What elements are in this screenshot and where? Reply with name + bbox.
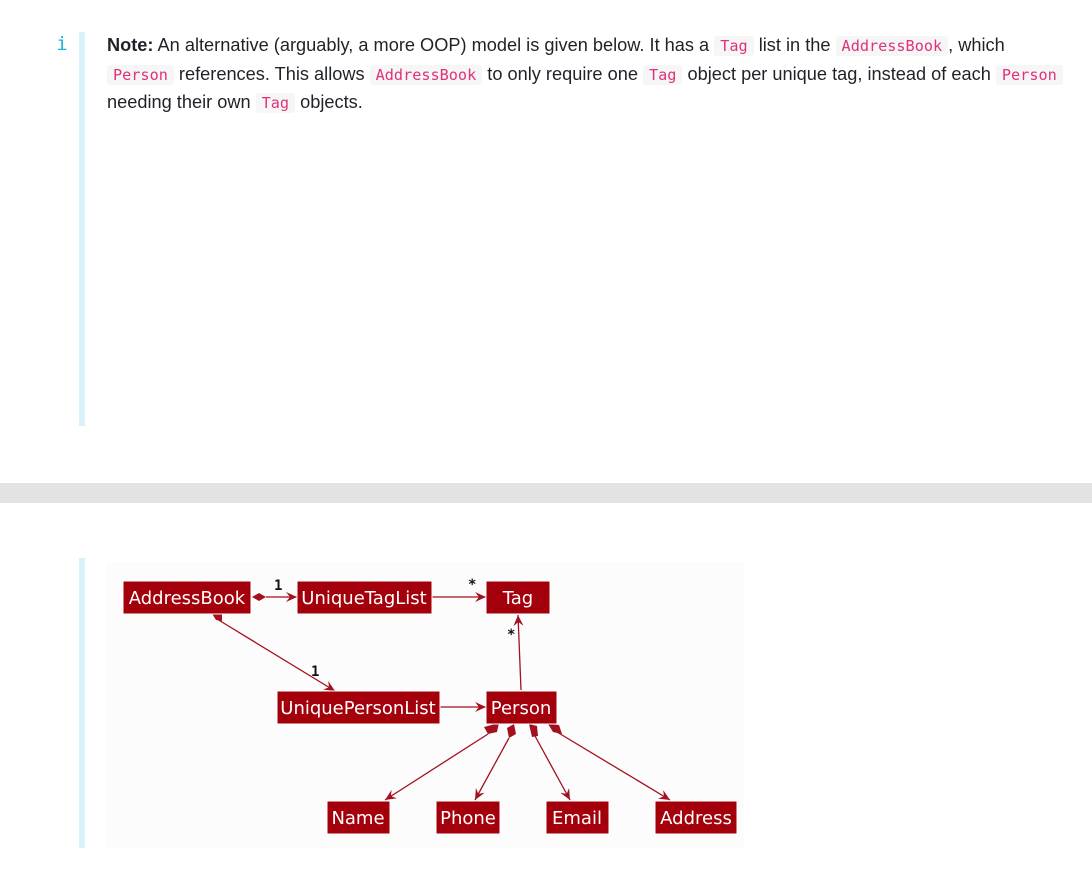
inline-code: Tag bbox=[255, 93, 296, 113]
class-label: UniqueTagList bbox=[301, 588, 426, 609]
note-text-segment: objects. bbox=[295, 92, 363, 112]
section-separator bbox=[0, 483, 1092, 503]
class-name: Name bbox=[326, 800, 391, 835]
association-person-name bbox=[384, 723, 499, 801]
inline-code: Tag bbox=[643, 64, 683, 85]
inline-code: Person bbox=[995, 64, 1063, 85]
uml-class-diagram: 1 * 1 * AddressBook UniqueTagList bbox=[122, 577, 738, 835]
note-label: Note: bbox=[107, 35, 154, 55]
note-text: Note: An alternative (arguably, a more O… bbox=[107, 32, 1067, 118]
class-label: Tag bbox=[502, 588, 533, 609]
multiplicity-label: 1 bbox=[274, 578, 282, 594]
composition-diamond bbox=[548, 724, 562, 734]
multiplicity-label: * bbox=[507, 627, 515, 643]
note-text-segment: references. This allows bbox=[173, 63, 370, 84]
association-addressbook-personlist: 1 bbox=[211, 612, 336, 692]
association-person-tag: * bbox=[507, 614, 524, 691]
note-text-segment: , which bbox=[948, 35, 1005, 55]
class-email: Email bbox=[545, 800, 610, 835]
association-taglist-tag: * bbox=[432, 577, 486, 602]
class-label: Address bbox=[660, 808, 732, 829]
diagram-accent-bar bbox=[79, 558, 85, 848]
note-text-segment: object per unique tag, instead of each bbox=[682, 63, 996, 84]
composition-diamond bbox=[484, 723, 499, 734]
association-person-email bbox=[529, 724, 571, 801]
class-label: Phone bbox=[440, 808, 496, 829]
class-label: AddressBook bbox=[129, 588, 246, 609]
association-person-phone bbox=[474, 724, 516, 801]
class-label: Name bbox=[331, 808, 384, 829]
class-person: Person bbox=[485, 690, 558, 725]
class-label: Email bbox=[552, 808, 602, 829]
class-tag: Tag bbox=[485, 580, 551, 615]
note-text-segment: list in the bbox=[753, 35, 836, 55]
multiplicity-label: 1 bbox=[311, 664, 319, 680]
inline-code: Person bbox=[107, 64, 174, 85]
note-text-segment: needing their own bbox=[107, 92, 256, 112]
composition-diamond bbox=[252, 593, 266, 601]
class-label: UniquePersonList bbox=[280, 698, 435, 719]
class-address-book: AddressBook bbox=[122, 580, 252, 615]
association-person-address bbox=[548, 724, 671, 801]
class-address: Address bbox=[654, 800, 738, 835]
composition-diamond bbox=[507, 724, 516, 738]
multiplicity-label: * bbox=[468, 577, 476, 593]
composition-diamond bbox=[529, 724, 538, 737]
class-phone: Phone bbox=[435, 800, 501, 835]
note-text-segment: to only require one bbox=[482, 63, 643, 84]
inline-code: Tag bbox=[714, 36, 754, 56]
note-block: i Note: An alternative (arguably, a more… bbox=[56, 32, 1067, 426]
class-label: Person bbox=[491, 698, 552, 719]
inline-code: AddressBook bbox=[369, 64, 483, 85]
class-unique-person-list: UniquePersonList bbox=[276, 690, 441, 725]
note-text-segment: An alternative (arguably, a more OOP) mo… bbox=[157, 35, 715, 55]
info-icon: i bbox=[56, 33, 68, 55]
class-unique-tag-list: UniqueTagList bbox=[296, 580, 433, 615]
inline-code: AddressBook bbox=[835, 36, 949, 56]
association-addressbook-taglist: 1 bbox=[252, 578, 297, 602]
note-accent-bar bbox=[79, 32, 85, 426]
